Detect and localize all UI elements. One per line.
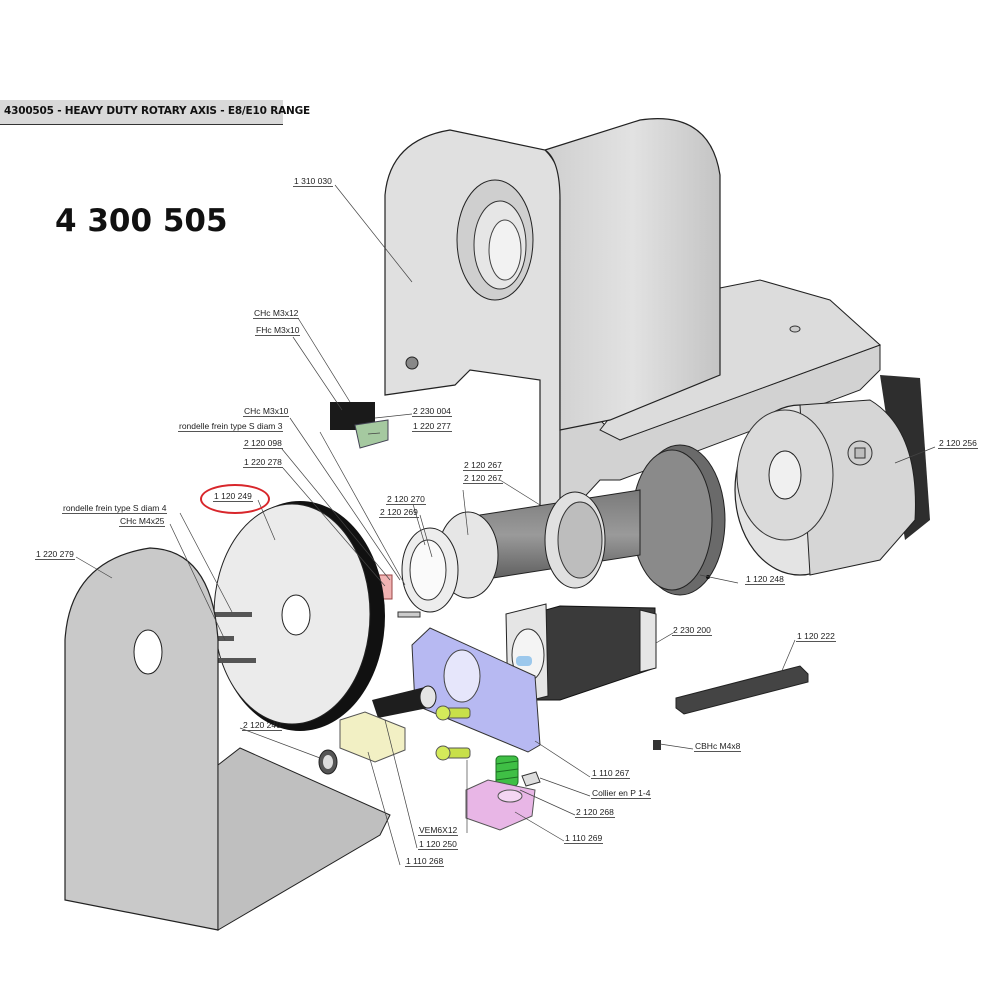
label-2120269: 2 120 269	[379, 507, 419, 518]
label-vem6x12: VEM6X12	[418, 825, 459, 836]
label-1110268: 1 110 268	[405, 856, 445, 867]
label-2120256: 2 120 256	[938, 438, 978, 449]
side-plate-1220279	[64, 547, 391, 931]
label-1220277: 1 220 277	[412, 421, 452, 432]
label-1110267: 1 110 267	[591, 768, 631, 779]
label-1120248: 1 120 248	[745, 574, 785, 585]
assembly-number: 4 300 505	[55, 203, 228, 239]
label-1120222: 1 120 222	[796, 631, 836, 642]
label-2230200: 2 230 200	[672, 625, 712, 636]
flange-1120248	[631, 444, 726, 596]
label-2120267-a: 2 120 267	[463, 460, 503, 471]
highlight-circle	[200, 484, 270, 514]
label-chc-m4x25: CHc M4x25	[119, 516, 166, 527]
block-1110269	[465, 779, 536, 831]
label-rondelle-d4: rondelle frein type S diam 4	[62, 503, 168, 514]
leader-lines	[75, 184, 936, 866]
label-1220279: 1 220 279	[35, 549, 75, 560]
label-chc-m3x10: CHc M3x10	[243, 406, 290, 417]
screw-cbhc-m4x8	[653, 740, 661, 750]
spindle-shaft	[397, 489, 641, 618]
chuck-2120256	[734, 375, 930, 576]
label-2120267-b: 2 120 267	[463, 473, 503, 484]
screws-vem6x12	[435, 705, 471, 761]
screws-chc-m4x25	[212, 612, 256, 663]
spring-2120268	[495, 755, 541, 787]
label-chc-m3x12: CHc M3x12	[253, 308, 300, 319]
housing-1310030	[384, 118, 881, 547]
label-1220278: 1 220 278	[243, 457, 283, 468]
disc-1120249	[213, 501, 385, 731]
bar-1120222	[675, 665, 809, 715]
bracket-1120250	[339, 711, 406, 763]
pinion-gear	[372, 685, 437, 718]
label-2120240: 2 120 240	[242, 720, 282, 731]
label-1120250: 1 120 250	[418, 839, 458, 850]
label-2120098: 2 120 098	[243, 438, 283, 449]
label-2120270: 2 120 270	[386, 494, 426, 505]
label-1310030: 1 310 030	[293, 176, 333, 187]
label-1110269: 1 110 269	[564, 833, 604, 844]
stepper-motor-2230200	[505, 603, 657, 707]
label-collier: Collier en P 1-4	[591, 788, 652, 799]
label-2120268: 2 120 268	[575, 807, 615, 818]
label-1120249[interactable]: 1 120 249	[213, 491, 253, 502]
label-cbhc-m4x8: CBHc M4x8	[694, 741, 742, 752]
label-2230004: 2 230 004	[412, 406, 452, 417]
label-fhc-m3x10: FHc M3x10	[255, 325, 301, 336]
label-rondelle-d3: rondelle frein type S diam 3	[178, 421, 284, 432]
sensor-2230004	[330, 402, 389, 449]
title-bar: 4300505 - HEAVY DUTY ROTARY AXIS - E8/E1…	[0, 100, 310, 125]
document-title: 4300505 - HEAVY DUTY ROTARY AXIS - E8/E1…	[4, 105, 310, 117]
